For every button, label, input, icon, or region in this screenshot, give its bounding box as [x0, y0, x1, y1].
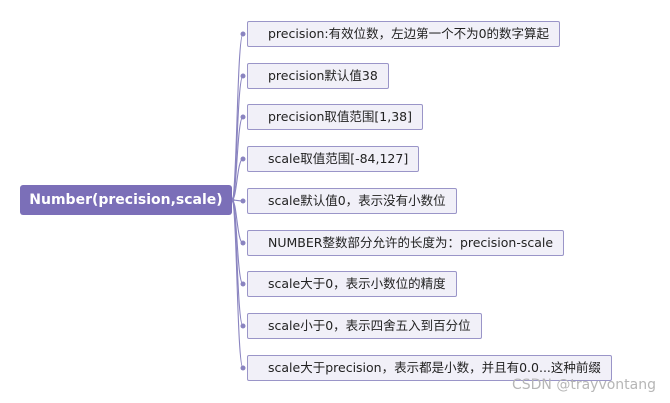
connector-dot-5 [240, 240, 246, 246]
child-node-integer-length[interactable]: NUMBER整数部分允许的长度为：precision-scale [247, 230, 565, 256]
connector-dot-2 [240, 114, 246, 120]
child-node-precision-range[interactable]: precision取值范围[1,38] [247, 104, 423, 130]
connector-dot-6 [240, 281, 246, 287]
connector-dot-4 [240, 198, 246, 204]
child-node-scale-positive[interactable]: scale大于0，表示小数位的精度 [247, 271, 457, 297]
watermark: CSDN @trayvontang [511, 377, 656, 393]
connector-dot-8 [240, 365, 246, 371]
connector-dot-1 [240, 73, 246, 79]
child-node-scale-default[interactable]: scale默认值0，表示没有小数位 [247, 188, 457, 214]
child-node-scale-greater-than-precision[interactable]: scale大于precision，表示都是小数，并且有0.0...这种前缀 [247, 355, 612, 381]
connector-line-8 [231, 199, 244, 369]
child-node-precision-definition[interactable]: precision:有效位数，左边第一个不为0的数字算起 [247, 21, 561, 47]
child-node-precision-default[interactable]: precision默认值38 [247, 63, 389, 89]
connector-dot-0 [240, 31, 246, 37]
child-node-scale-negative[interactable]: scale小于0，表示四舍五入到百分位 [247, 313, 482, 339]
child-node-scale-range[interactable]: scale取值范围[-84,127] [247, 146, 420, 172]
connector-dot-7 [240, 323, 246, 329]
connector-dot-3 [240, 156, 246, 162]
root-node[interactable]: Number(precision,scale) [20, 185, 232, 215]
